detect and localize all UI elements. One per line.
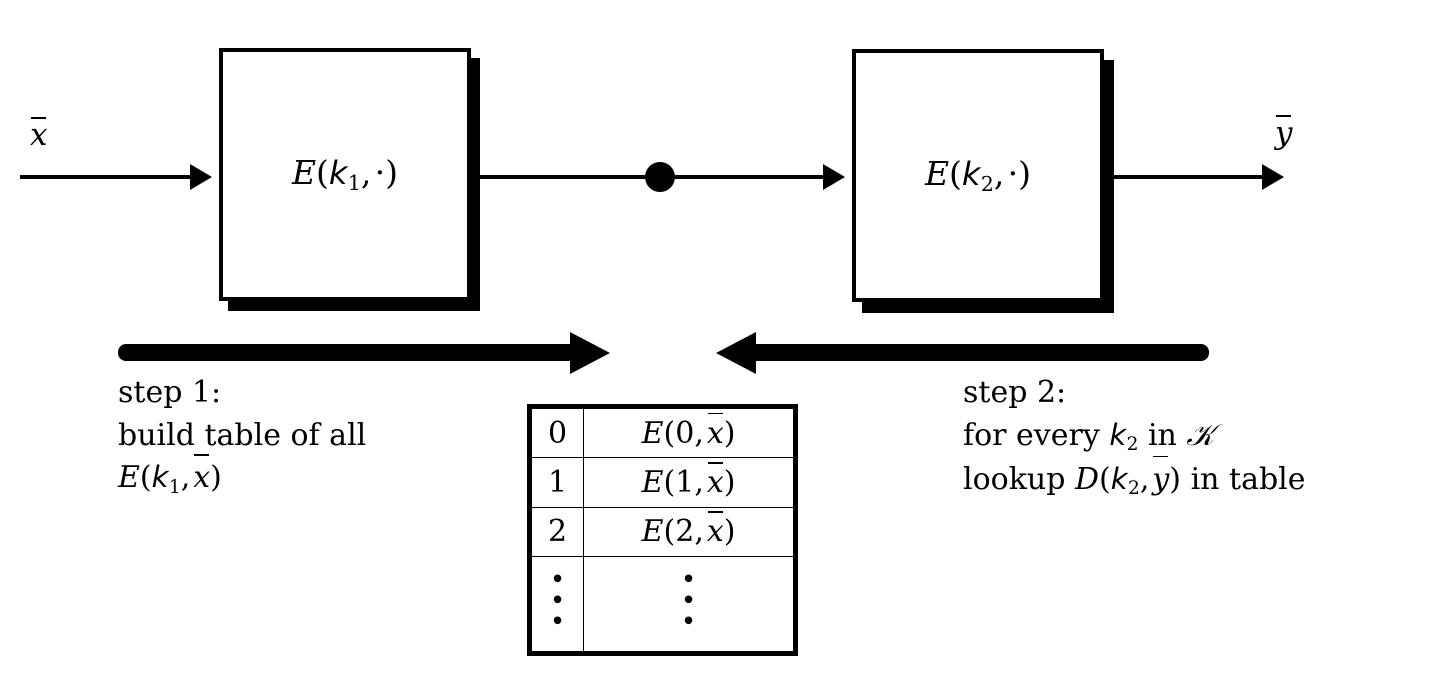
step-2-line-2: for every k2 in 𝒦 (963, 417, 1215, 456)
table-cell-key: 1 (532, 457, 585, 508)
output-wire (1104, 175, 1264, 179)
table-cell-value: E(2, x) (583, 506, 793, 558)
table-cell-key: 0 (532, 409, 585, 459)
step-1-line-1: step 1: (118, 375, 222, 410)
first-encryption-block[interactable]: E(k1, ·) (219, 48, 471, 301)
table-row[interactable]: 0 E(0, x) (532, 409, 793, 459)
table-row[interactable]: 2 E(2, x) (532, 506, 793, 558)
precomputed-lookup-table[interactable]: 0 E(0, x) 1 E(1, x) 2 E(2, x) (527, 404, 798, 656)
table-cell-key: 2 (532, 506, 585, 558)
step-2-line-3: lookup D(k2, y) in table (963, 455, 1306, 503)
input-arrowhead (190, 164, 212, 190)
table-row-ellipsis: ••• ••• (532, 556, 793, 651)
input-wire (20, 175, 200, 179)
step-1-arrow-shaft (118, 344, 570, 361)
output-label-ybar: y (1275, 114, 1293, 151)
table-cell-value-ellipsis: ••• (583, 556, 793, 651)
step-2-arrowhead (716, 332, 756, 374)
output-label-text: y (1275, 114, 1293, 151)
step-1-line-2: build table of all (118, 417, 367, 453)
table-cell-value: E(1, x) (583, 457, 793, 508)
middle-arrowhead (823, 164, 845, 190)
key-space-symbol: 𝒦 (1186, 417, 1215, 453)
second-encryption-block[interactable]: E(k2, ·) (852, 49, 1104, 302)
step-1-caption: step 1: build table of all E(k1, x) (118, 372, 366, 501)
second-encryption-label: E(k2, ·) (924, 153, 1032, 196)
first-encryption-label: E(k1, ·) (291, 152, 399, 195)
step-2-line-1: step 2: (963, 375, 1067, 410)
table-row[interactable]: 1 E(1, x) (532, 457, 793, 508)
midpoint-dot (645, 162, 675, 192)
step-2-caption: step 2: for every k2 in 𝒦 lookup D(k2, y… (963, 372, 1306, 503)
step-1-arrowhead (570, 332, 610, 374)
table-cell-value: E(0, x) (583, 409, 793, 459)
step-2-arrow-shaft (754, 344, 1209, 361)
step-1-line-3: E(k1, x) (118, 454, 366, 501)
input-label-xbar: x (30, 116, 48, 153)
output-arrowhead (1262, 164, 1284, 190)
table-cell-key-ellipsis: ••• (532, 556, 585, 651)
input-label-text: x (30, 116, 48, 153)
